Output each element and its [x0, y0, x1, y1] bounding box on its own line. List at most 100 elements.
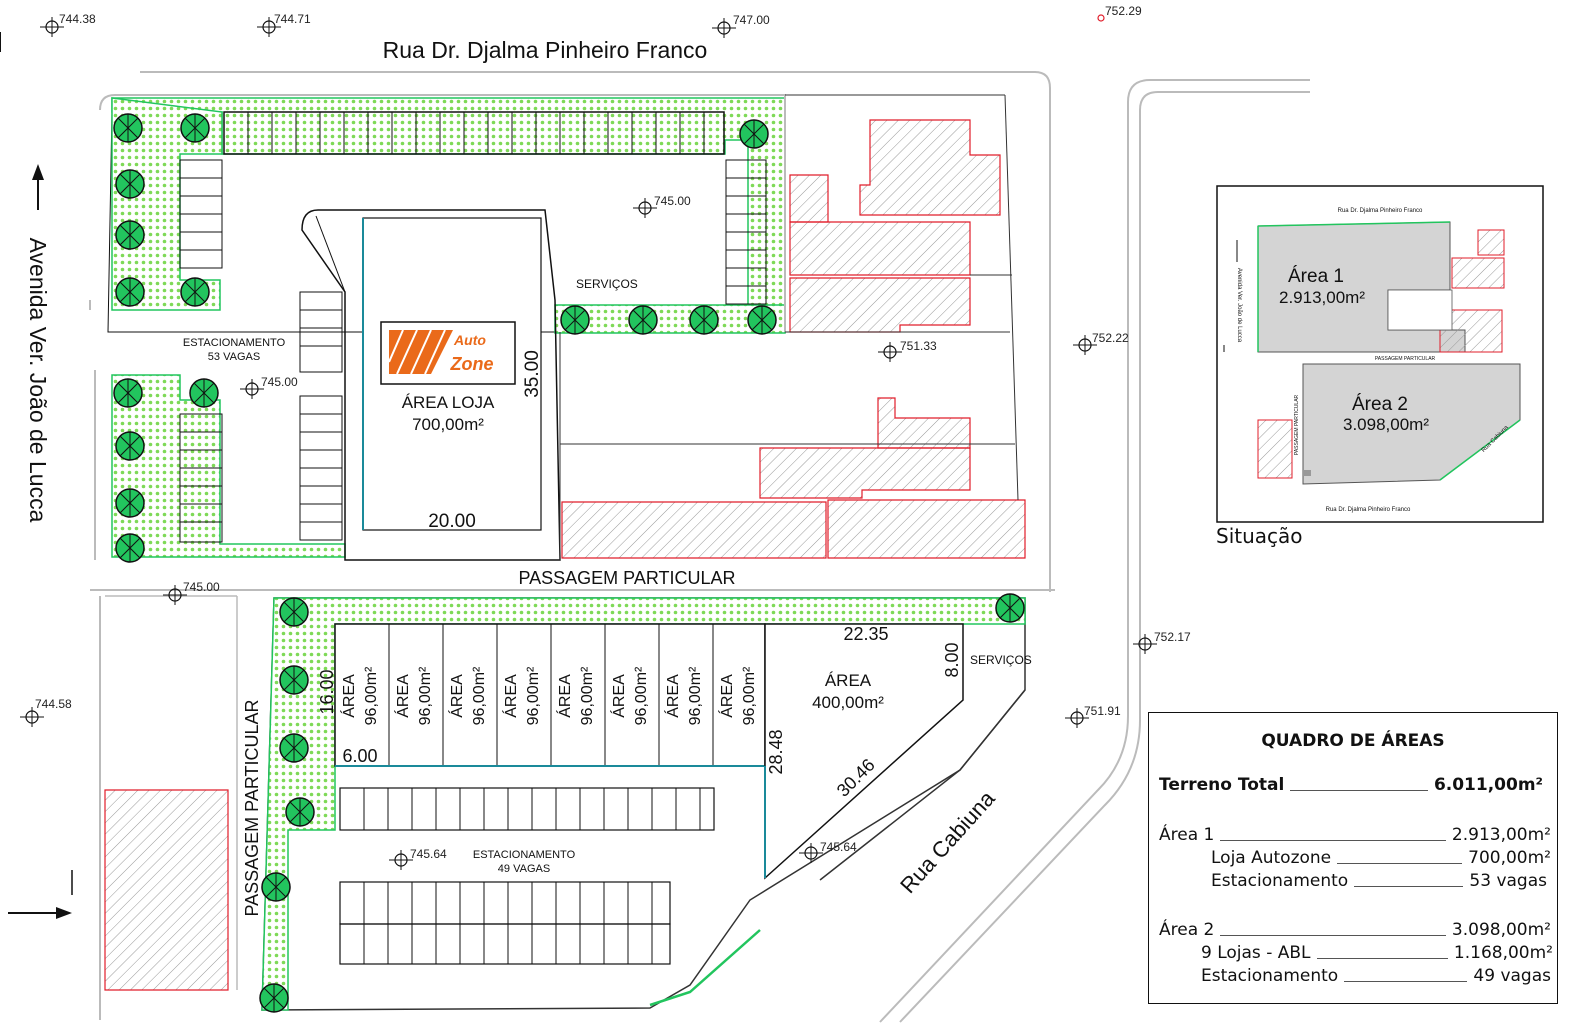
- unit-area-label: ÁREA: [663, 674, 682, 718]
- elevation-labels: 744.38 744.71 747.00 752.29 745.00 751.3…: [35, 4, 1191, 861]
- unit-area-label: ÁREA: [393, 674, 412, 718]
- elevation-label: 752.17: [1154, 630, 1191, 644]
- elevation-label: 745.00: [261, 375, 298, 389]
- store-labels: ÁREA LOJA 700,00m² 20.00 35.00 Auto Zone…: [402, 277, 638, 532]
- parking-north-label: ESTACIONAMENTO: [183, 337, 286, 349]
- area400-dim-right: 8.00: [942, 642, 962, 677]
- situacao-passagem-h: PASSAGEM PARTICULAR: [1375, 356, 1436, 362]
- unit-area-value: 96,00m²: [687, 666, 704, 725]
- parking-labels: ESTACIONAMENTO 53 VAGAS ESTACIONAMENTO 4…: [183, 337, 576, 875]
- street-north: Rua Dr. Djalma Pinheiro Franco: [383, 37, 708, 63]
- situacao-area2-value: 3.098,00m²: [1343, 415, 1429, 434]
- unit-dim-width: 6.00: [342, 746, 377, 766]
- elevation-label: 744.38: [59, 12, 96, 26]
- unit-area-value: 96,00m²: [471, 666, 488, 725]
- table-row: Estacionamento 49 vagas: [1201, 966, 1551, 986]
- unit-area-value: 96,00m²: [363, 666, 380, 725]
- table-row: 9 Lojas - ABL 1.168,00m²: [1201, 943, 1553, 963]
- unit-area-value: 96,00m²: [579, 666, 596, 725]
- row-label: Loja Autozone: [1211, 848, 1332, 868]
- row-label: Estacionamento: [1211, 871, 1349, 891]
- unit-area-value: 96,00m²: [525, 666, 542, 725]
- situacao-area1-label: Área 1: [1288, 266, 1344, 287]
- unit-dim-depth: 16.00: [317, 669, 337, 714]
- unit-area-value: 96,00m²: [633, 666, 650, 725]
- parking-col-east: [725, 159, 767, 305]
- situacao-inset: Área 1 2.913,00m² Área 2 3.098,00m² Rua …: [1216, 185, 1544, 523]
- row-value: 2.913,00m²: [1451, 825, 1551, 845]
- logo-text: Auto: [453, 332, 486, 348]
- unit-area-value: 96,00m²: [417, 666, 434, 725]
- passagem-vertical: PASSAGEM PARTICULAR: [242, 699, 262, 916]
- store-dim-width: 20.00: [428, 511, 476, 532]
- table-row: Área 2 3.098,00m²: [1159, 920, 1551, 940]
- parking-north-count: 53 VAGAS: [208, 351, 260, 363]
- area400-labels: ÁREA 400,00m² 22.35 8.00 28.48 30.46 SER…: [766, 624, 1032, 801]
- elevation-label: 751.91: [1084, 704, 1121, 718]
- elevation-label: 745.00: [183, 580, 220, 594]
- unit-area-label: ÁREA: [447, 674, 466, 718]
- row-label: Estacionamento: [1201, 966, 1339, 986]
- passagem-horizontal: PASSAGEM PARTICULAR: [518, 568, 735, 588]
- row-label: Terreno Total: [1159, 775, 1285, 795]
- row-value: 3.098,00m²: [1451, 920, 1551, 940]
- logo-text: Zone: [450, 354, 494, 374]
- arrow-east-icon: [8, 870, 73, 919]
- street-cabiuna: Rua Cabiuna: [895, 785, 1000, 898]
- area400-label: ÁREA: [825, 671, 872, 690]
- store-building: [301, 209, 561, 561]
- parking-col-west: [179, 159, 223, 543]
- table-row: Terreno Total 6.011,00m²: [1159, 775, 1543, 795]
- row-value: 53 vagas: [1469, 871, 1547, 891]
- row-value: 1.168,00m²: [1453, 943, 1553, 963]
- elevation-label: 752.29: [1105, 4, 1142, 18]
- lot-lines: [559, 94, 1019, 560]
- south-block: [105, 595, 1026, 1011]
- row-value: 6.011,00m²: [1433, 775, 1543, 795]
- elevation-label: 752.22: [1092, 331, 1129, 345]
- situacao-passagem-v: PASSAGEM PARTICULAR: [1294, 394, 1300, 455]
- arrow-north-icon: [32, 164, 44, 210]
- services-label: SERVIÇOS: [576, 277, 638, 291]
- row-label: Área 1: [1159, 825, 1215, 845]
- parking-south-count: 49 VAGAS: [498, 863, 550, 875]
- unit-area-value: 96,00m²: [741, 666, 758, 725]
- elevation-label: 745.64: [820, 840, 857, 854]
- situacao-street-bottom: Rua Dr. Djalma Pinheiro Franco: [1326, 507, 1411, 513]
- row-value: 700,00m²: [1468, 848, 1551, 868]
- row-value: 49 vagas: [1473, 966, 1551, 986]
- parking-south-label: ESTACIONAMENTO: [473, 849, 576, 861]
- table-row: Estacionamento 53 vagas: [1211, 871, 1547, 891]
- unit-labels: ÁREA 96,00m² ÁREA 96,00m² ÁREA 96,00m² ÁREA 96,…: [339, 666, 758, 725]
- street-west: Avenida Ver. João de Lucca: [25, 238, 51, 523]
- store-dim-depth: 35.00: [522, 350, 543, 398]
- row-label: 9 Lojas - ABL: [1201, 943, 1311, 963]
- autozone-logo: [380, 321, 516, 385]
- situacao-area2-label: Área 2: [1352, 394, 1408, 415]
- unit-area-label: ÁREA: [717, 674, 736, 718]
- north-block: [99, 94, 786, 558]
- elevation-label: 744.58: [35, 697, 72, 711]
- areas-table-title: QUADRO DE ÁREAS: [1261, 731, 1445, 751]
- street-curbs: [89, 71, 1310, 1023]
- elevation-label: 745.64: [410, 847, 447, 861]
- elevation-label: 745.00: [654, 194, 691, 208]
- neighbour-lots-north: [104, 119, 1026, 991]
- parking-col-center: [299, 291, 343, 541]
- store-area-label: ÁREA LOJA: [402, 393, 495, 412]
- elevation-label: 744.71: [274, 12, 311, 26]
- unit-area-label: ÁREA: [339, 674, 358, 718]
- unit-area-label: ÁREA: [501, 674, 520, 718]
- area400-dim-top: 22.35: [843, 624, 888, 644]
- elevation-markers: [19, 14, 1158, 871]
- row-label: Área 2: [1159, 920, 1215, 940]
- situacao-street-left: Avenida Ver. João de Lucca: [1236, 268, 1242, 343]
- situacao-title: Situação: [1216, 524, 1303, 548]
- table-row: Loja Autozone 700,00m²: [1211, 848, 1551, 868]
- elevation-label: 747.00: [733, 13, 770, 27]
- situacao-area1-value: 2.913,00m²: [1279, 288, 1365, 307]
- elevation-label: 751.33: [900, 339, 937, 353]
- situacao-street-top: Rua Dr. Djalma Pinheiro Franco: [1338, 208, 1423, 214]
